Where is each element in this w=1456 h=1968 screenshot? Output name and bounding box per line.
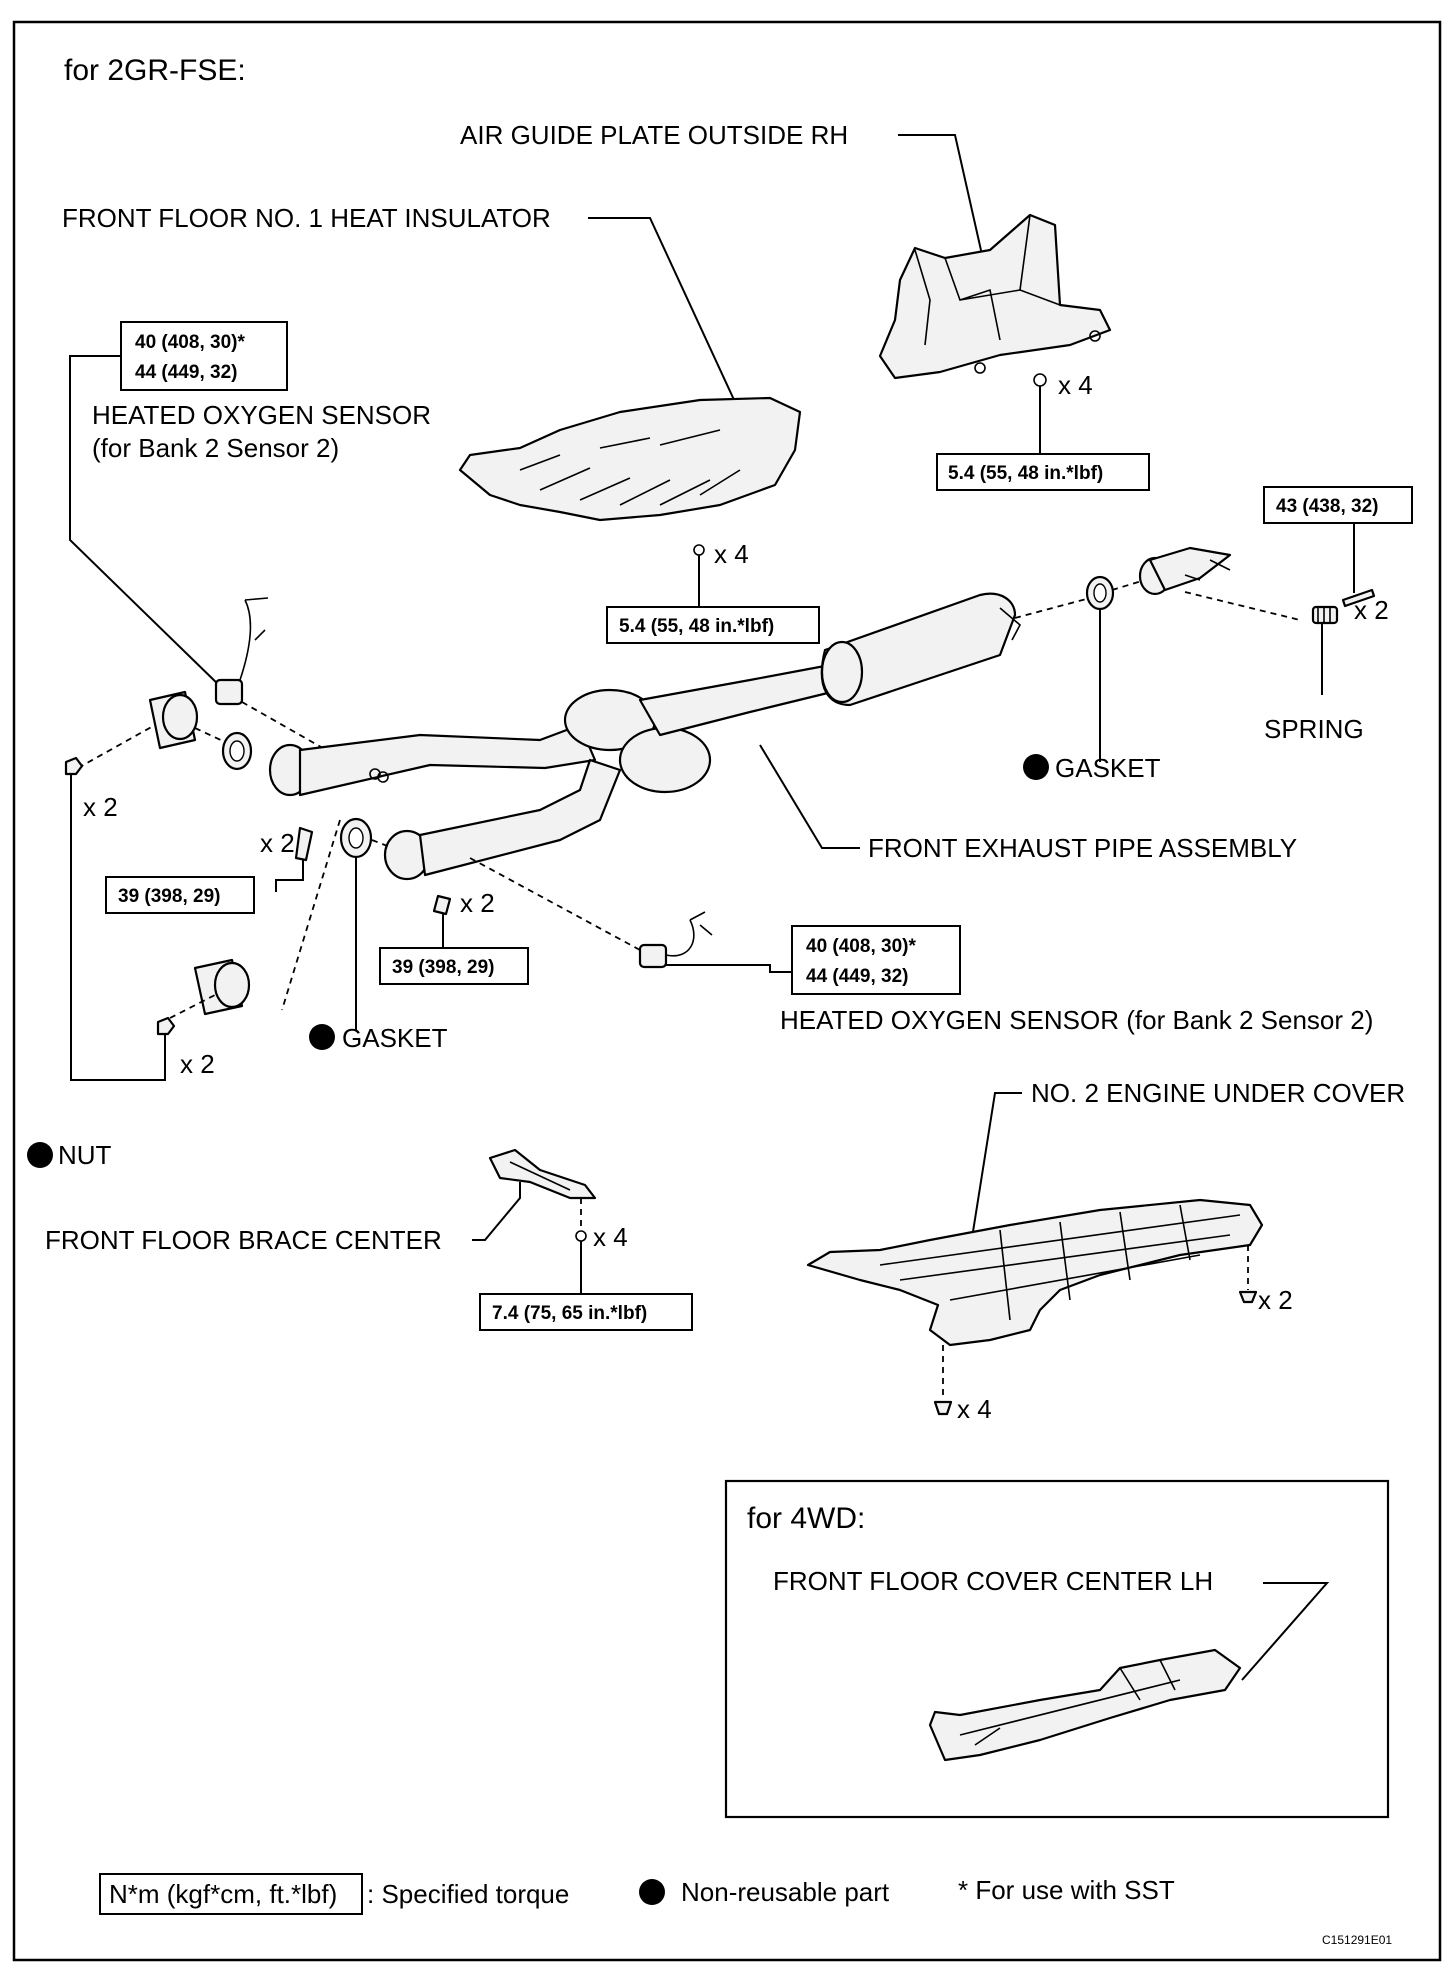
torque-hos-upper-a: 40 (408, 30)* <box>135 332 245 353</box>
qty-insulator-bolts: x 4 <box>714 539 749 569</box>
legend-torque-desc: : Specified torque <box>367 1879 569 1909</box>
manifold-stub-upper <box>148 690 199 750</box>
torque-spring-bolt: 43 (438, 32) <box>1276 496 1378 517</box>
manifold-stub-lower <box>193 958 251 1016</box>
tail-pipe-flange <box>1138 546 1232 596</box>
label-exhaust-pipe: FRONT EXHAUST PIPE ASSEMBLY <box>868 833 1297 863</box>
qty-nut-lower: x 2 <box>180 1049 215 1079</box>
qty-flange-left-bolts: x 2 <box>260 828 295 858</box>
label-floor-cover-center-lh: FRONT FLOOR COVER CENTER LH <box>773 1566 1213 1596</box>
qty-flange-right-bolts: x 2 <box>460 888 495 918</box>
legend-nonreusable: Non-reusable part <box>681 1877 890 1907</box>
outer-frame <box>12 20 1442 1962</box>
torque-air-guide: 5.4 (55, 48 in.*lbf) <box>948 463 1103 484</box>
qty-cover-side-bolts: x 2 <box>1258 1285 1293 1315</box>
qty-nut-upper: x 2 <box>83 792 118 822</box>
qty-brace-bolts: x 4 <box>593 1222 628 1252</box>
nonreusable-dot-gasket-rear <box>1023 754 1049 780</box>
heat-insulator-part <box>458 396 802 522</box>
exhaust-pipe-part <box>268 592 1022 881</box>
label-heat-insulator: FRONT FLOOR NO. 1 HEAT INSULATOR <box>62 203 551 233</box>
flange-left-bolt <box>294 826 314 862</box>
legend-torque-unit: N*m (kgf*cm, ft.*lbf) <box>109 1879 337 1909</box>
torque-hos-lower-b: 44 (449, 32) <box>806 966 908 987</box>
label-hos-lower: HEATED OXYGEN SENSOR (for Bank 2 Sensor … <box>780 1005 1373 1035</box>
legend-nonreusable-dot <box>639 1879 665 1905</box>
inset-title: for 4WD: <box>747 1502 865 1535</box>
brace-center-part <box>488 1148 597 1200</box>
qty-air-guide-bolts: x 4 <box>1058 370 1093 400</box>
under-cover-part <box>806 1198 1264 1347</box>
torque-flange-right: 39 (398, 29) <box>392 957 494 978</box>
torque-insulator: 5.4 (55, 48 in.*lbf) <box>619 616 774 637</box>
cover-side-bolt <box>1238 1290 1258 1304</box>
legend-sst: * For use with SST <box>958 1875 1175 1905</box>
qty-spring-bolts: x 2 <box>1354 595 1389 625</box>
inset-4wd-box <box>724 1479 1390 1819</box>
torque-hos-upper-b: 44 (449, 32) <box>135 362 237 383</box>
nonreusable-dot-gasket-front <box>309 1024 335 1050</box>
label-nut: NUT <box>58 1140 112 1170</box>
label-spring: SPRING <box>1264 714 1364 744</box>
floor-cover-center-lh-part <box>928 1648 1242 1762</box>
torque-flange-left: 39 (398, 29) <box>118 886 220 907</box>
label-hos-upper-sub: (for Bank 2 Sensor 2) <box>92 433 339 463</box>
label-gasket-rear: GASKET <box>1055 753 1161 783</box>
figure-id: C151291E01 <box>1322 1933 1392 1947</box>
air-guide-plate-part <box>878 213 1112 380</box>
spring-bolt <box>1341 588 1376 608</box>
label-gasket-front: GASKET <box>342 1023 448 1053</box>
hos-lower-part <box>638 911 713 969</box>
nut-upper <box>64 756 84 776</box>
hos-upper-part <box>214 597 269 706</box>
qty-cover-bottom-bolts: x 4 <box>957 1394 992 1424</box>
label-hos-upper: HEATED OXYGEN SENSOR <box>92 400 431 430</box>
cover-bottom-bolt <box>933 1400 953 1416</box>
label-under-cover: NO. 2 ENGINE UNDER COVER <box>1031 1078 1405 1108</box>
nut-lower <box>156 1016 176 1036</box>
label-air-guide-plate: AIR GUIDE PLATE OUTSIDE RH <box>460 120 848 150</box>
page-title: for 2GR-FSE: <box>64 54 246 87</box>
torque-brace: 7.4 (75, 65 in.*lbf) <box>492 1303 647 1324</box>
torque-hos-lower-a: 40 (408, 30)* <box>806 936 916 957</box>
flange-right-bolt <box>432 894 452 916</box>
label-brace-center: FRONT FLOOR BRACE CENTER <box>45 1225 442 1255</box>
nonreusable-dot-nut <box>27 1142 53 1168</box>
spring-part <box>1311 605 1339 625</box>
